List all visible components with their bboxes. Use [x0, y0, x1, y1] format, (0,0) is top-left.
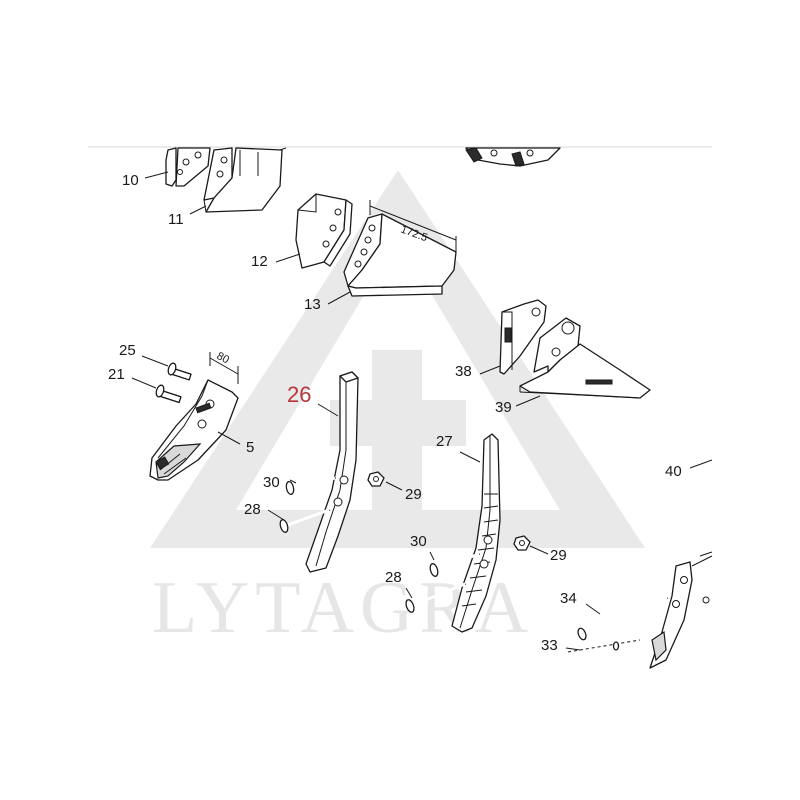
part-26 — [305, 371, 359, 573]
callout-30-right: 30 — [410, 533, 427, 550]
callout-40: 40 — [665, 463, 682, 480]
nut-29-right — [513, 535, 549, 555]
part-40 — [689, 459, 713, 557]
pin-34 — [577, 596, 669, 641]
callout-11: 11 — [168, 211, 184, 228]
callout-33: 33 — [541, 637, 558, 654]
bolt-28-left — [267, 508, 331, 533]
part-5 — [149, 352, 241, 481]
part-top-partial — [465, 147, 561, 167]
bolt-21 — [131, 377, 182, 404]
callout-26: 26 — [287, 382, 311, 407]
part-11 — [189, 147, 287, 215]
callout-38: 38 — [455, 363, 472, 380]
part-13 — [327, 200, 457, 305]
callout-12: 12 — [251, 253, 268, 270]
callout-34: 34 — [560, 590, 577, 607]
part-38 — [479, 299, 547, 375]
bolt-25 — [141, 355, 192, 381]
watermark-triangle — [150, 170, 645, 548]
part-12 — [275, 193, 353, 269]
callout-28-left: 28 — [244, 501, 261, 518]
bolt-28-right — [405, 582, 467, 613]
callout-29-right: 29 — [550, 547, 567, 564]
part-10 — [144, 147, 211, 187]
dimension-label-80: 80 — [215, 350, 231, 366]
callout-27: 27 — [436, 433, 453, 450]
callout-25: 25 — [119, 342, 136, 359]
callout-29-left: 29 — [405, 486, 422, 503]
part-39 — [515, 317, 651, 407]
bolt-30-left — [285, 476, 337, 496]
part-27 — [451, 433, 501, 633]
callout-30-left: 30 — [263, 474, 280, 491]
callout-13: 13 — [304, 296, 321, 313]
callout-28-right: 28 — [385, 569, 402, 586]
bolt-30-right — [429, 551, 481, 577]
callout-5: 5 — [246, 439, 254, 456]
callout-21: 21 — [108, 366, 125, 383]
callout-39: 39 — [495, 399, 512, 416]
callout-10: 10 — [122, 172, 139, 189]
nut-29-left — [367, 471, 403, 491]
part-33 — [565, 555, 713, 669]
